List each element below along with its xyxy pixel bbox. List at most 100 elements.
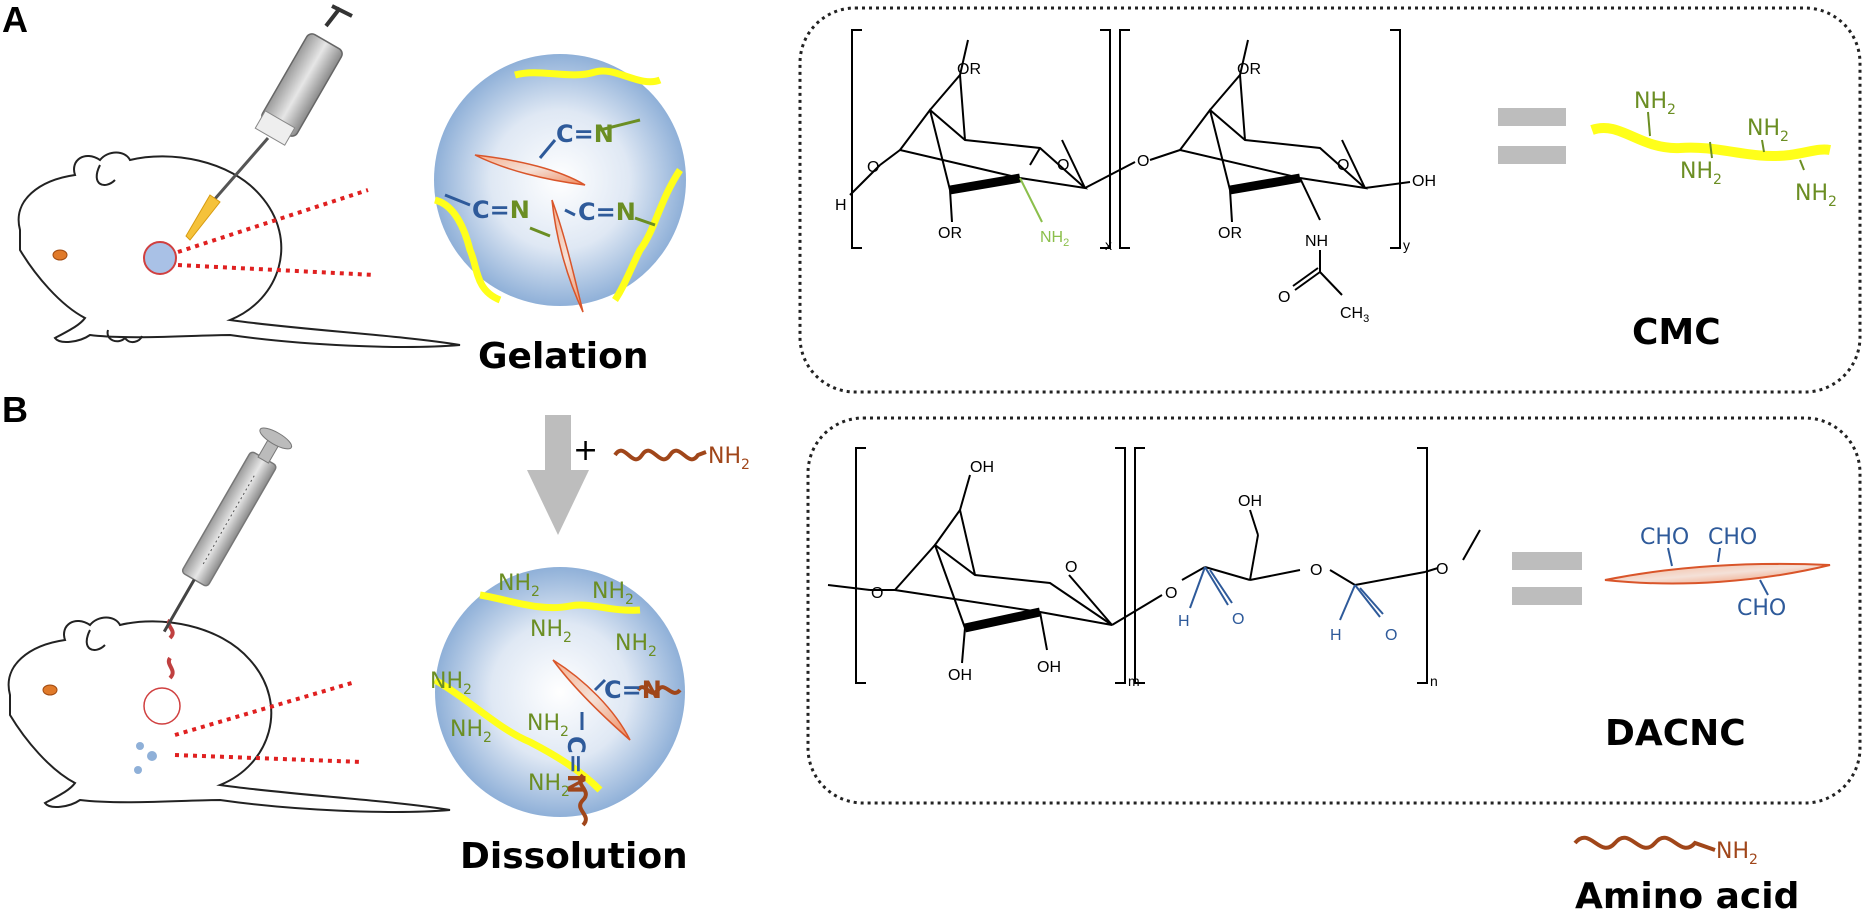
svg-text:OR: OR — [938, 225, 962, 242]
cmc-chain — [433, 676, 603, 793]
pipette-icon — [185, 4, 353, 241]
amine-label: NH2 — [530, 617, 572, 646]
gelation-sphere — [433, 54, 686, 313]
sightline-a — [177, 188, 376, 277]
amino-acid-chain — [636, 685, 682, 695]
amino-acid-chain — [578, 773, 588, 827]
imine-bond-label: C=N — [556, 120, 614, 148]
svg-text:O: O — [1436, 561, 1448, 578]
amine-label: NH2 — [1795, 181, 1837, 210]
amino-acid-chain — [613, 448, 707, 462]
svg-text:O: O — [871, 585, 883, 602]
mouse-eye-a — [52, 249, 68, 261]
equals-icon — [1512, 552, 1582, 605]
svg-text:O: O — [1232, 611, 1244, 628]
svg-text:OH: OH — [948, 667, 972, 684]
amine-label: NH2 — [592, 579, 634, 608]
amine-label: NH2 — [430, 669, 472, 698]
amino-acid-injected — [166, 618, 175, 680]
imine-bond-label: C=N — [578, 198, 636, 226]
aldehyde-label: CHO — [1737, 596, 1786, 621]
amine-label: NH2 — [1747, 116, 1789, 145]
dissolved-site-b — [143, 687, 181, 725]
amine-label: NH2 — [527, 711, 569, 740]
amino-acid-label: Amino acid — [1575, 876, 1799, 917]
svg-text:H: H — [1178, 613, 1190, 630]
svg-text:O: O — [1337, 157, 1349, 174]
imine-bond-label: C=N — [562, 736, 590, 794]
svg-text:NH2: NH2 — [1040, 229, 1069, 249]
svg-text:O: O — [1310, 562, 1322, 579]
imine-bond-label: C=N — [472, 196, 530, 224]
svg-text:OR: OR — [957, 61, 981, 78]
svg-text:CH3: CH3 — [1340, 305, 1369, 325]
droplets — [134, 742, 157, 774]
syringe-icon — [162, 427, 293, 633]
amino-nh2-label: NH2 — [708, 444, 750, 473]
svg-text:O: O — [1278, 289, 1290, 306]
gelation-label: Gelation — [478, 336, 649, 377]
svg-text:OR: OR — [1237, 61, 1261, 78]
svg-text:O: O — [1057, 157, 1069, 174]
svg-text:O: O — [867, 159, 879, 176]
aldehyde-label: CHO — [1708, 525, 1757, 550]
svg-text:y: y — [1403, 237, 1410, 253]
svg-text:O: O — [1165, 585, 1177, 602]
amine-label: NH2 — [498, 571, 540, 600]
plus-sign: + — [573, 433, 598, 468]
cmc-structure-box — [798, 6, 1862, 394]
svg-text:OH: OH — [1238, 493, 1262, 510]
mouse-illustration-b — [7, 616, 451, 813]
sightline-b — [174, 680, 363, 764]
svg-text:n: n — [1430, 673, 1438, 689]
down-arrow-icon — [527, 415, 589, 535]
amine-bond — [1019, 177, 1043, 223]
dacnc-structure-box — [806, 416, 1862, 805]
svg-text:m: m — [1128, 673, 1140, 689]
dacnc-crystal — [1604, 562, 1831, 585]
dacnc-atom-labels: OH OH O O O O O OH OH H O H O m n — [871, 459, 1448, 689]
panel-letter-a: A — [2, 0, 28, 40]
dacnc-label: DACNC — [1605, 713, 1746, 754]
svg-text:OR: OR — [1218, 225, 1242, 242]
svg-text:OH: OH — [1037, 659, 1061, 676]
cmc-chain — [1590, 123, 1831, 161]
amine-label: NH2 — [1680, 159, 1722, 188]
dacnc-crystal — [551, 199, 584, 313]
svg-text:O: O — [1065, 559, 1077, 576]
svg-text:O: O — [1137, 153, 1149, 170]
dacnc-structure — [827, 447, 1481, 684]
gel-site-a — [143, 241, 177, 275]
aldehyde-bonds — [1667, 547, 1769, 596]
panel-letter-b: B — [2, 389, 28, 430]
aldehyde-label: CHO — [1640, 525, 1689, 550]
amine-label: NH2 — [450, 717, 492, 746]
mouse-illustration-a — [17, 151, 461, 348]
cmc-chain — [433, 196, 502, 304]
amine-label: NH2 — [1634, 89, 1676, 118]
cmc-atom-labels: OR OR O O O O H OR OR OH NH O CH3 x y NH… — [835, 61, 1436, 325]
amine-label: NH2 — [528, 771, 570, 800]
dacnc-crystal — [474, 154, 586, 186]
svg-text:x: x — [1105, 237, 1112, 253]
dissolution-label: Dissolution — [460, 836, 688, 877]
amino-acid-chain — [1573, 835, 1716, 852]
amino-nh2-label: NH2 — [1716, 839, 1758, 868]
cmc-structure — [849, 29, 1411, 296]
cmc-label: CMC — [1632, 312, 1721, 353]
cmc-chain — [479, 591, 641, 614]
svg-text:NH: NH — [1305, 233, 1328, 250]
svg-text:H: H — [835, 197, 847, 214]
dacnc-crystal — [552, 659, 631, 741]
cmc-chain — [612, 168, 683, 302]
aldehyde-bonds — [1189, 566, 1384, 621]
svg-text:OH: OH — [970, 459, 994, 476]
svg-text:O: O — [1385, 627, 1397, 644]
cmc-chain — [514, 67, 662, 86]
svg-text:H: H — [1330, 627, 1342, 644]
svg-text:OH: OH — [1412, 173, 1436, 190]
amine-label: NH2 — [615, 631, 657, 660]
imine-bond-label: C=N — [604, 676, 662, 704]
cmc-chain-amines — [1647, 111, 1805, 171]
